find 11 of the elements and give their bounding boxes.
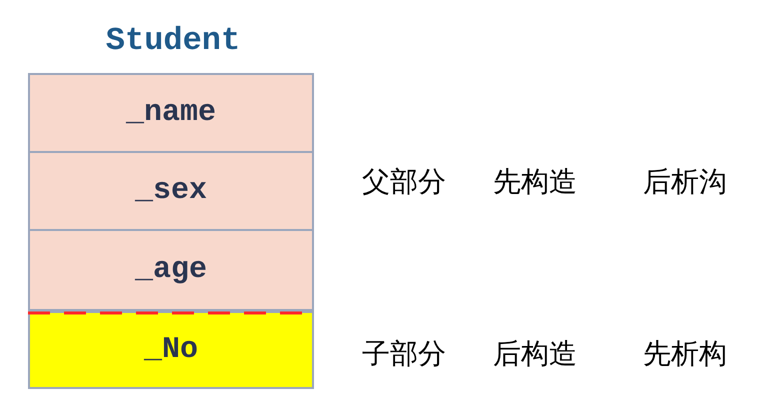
note-text: 后析沟: [643, 164, 727, 200]
member-field: _age: [28, 229, 314, 311]
member-field: _name: [28, 73, 314, 153]
note-text: 先构造: [493, 164, 577, 200]
member-field: _No: [28, 311, 314, 389]
member-field: _sex: [28, 151, 314, 231]
note-text: 子部分: [362, 336, 446, 372]
note-text: 父部分: [362, 164, 446, 200]
class-title: Student: [104, 22, 242, 59]
note-text: 先析构: [643, 336, 727, 372]
note-text: 后构造: [493, 336, 577, 372]
